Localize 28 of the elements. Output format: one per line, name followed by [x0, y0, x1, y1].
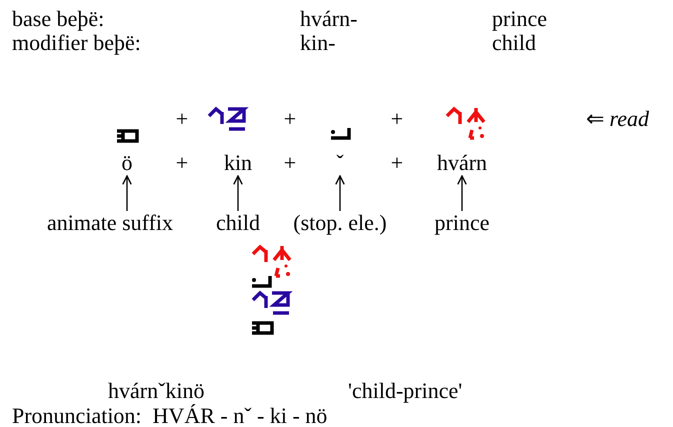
gloss-label: animate suffix — [46, 212, 174, 234]
gloss: prince — [492, 8, 547, 30]
letter: ˇ — [336, 152, 344, 174]
gloss: child — [492, 32, 536, 54]
reading-direction-note: ⇐ read — [586, 108, 650, 130]
translation: 'child-prince' — [348, 380, 462, 402]
plus-sign: + — [176, 108, 188, 130]
plus-sign: + — [284, 108, 296, 130]
plus-sign: + — [390, 108, 404, 130]
letter: hvárn — [436, 152, 488, 174]
arrow — [122, 175, 132, 211]
word-form: kin- — [300, 32, 336, 54]
word-label: modifier beþë: — [12, 32, 141, 54]
plus-sign: + — [390, 152, 404, 174]
pronunciation-note: Pronunciation: HVÁR - nˇ - ki - nö — [12, 405, 328, 427]
letter: ö — [122, 152, 132, 174]
arrow — [233, 175, 243, 211]
gloss-label: child — [216, 212, 260, 234]
gloss-label: prince — [434, 212, 490, 234]
gloss-label: (stop. ele.) — [293, 212, 387, 234]
arrow — [457, 175, 467, 211]
letter: kin — [224, 152, 252, 174]
plus-sign: + — [176, 152, 188, 174]
arrow — [335, 175, 345, 211]
compound-word: hvárnˇkinö — [108, 380, 205, 402]
word-form: hvárn- — [300, 8, 358, 30]
word-label: base beþë: — [12, 8, 104, 30]
plus-sign: + — [284, 152, 296, 174]
